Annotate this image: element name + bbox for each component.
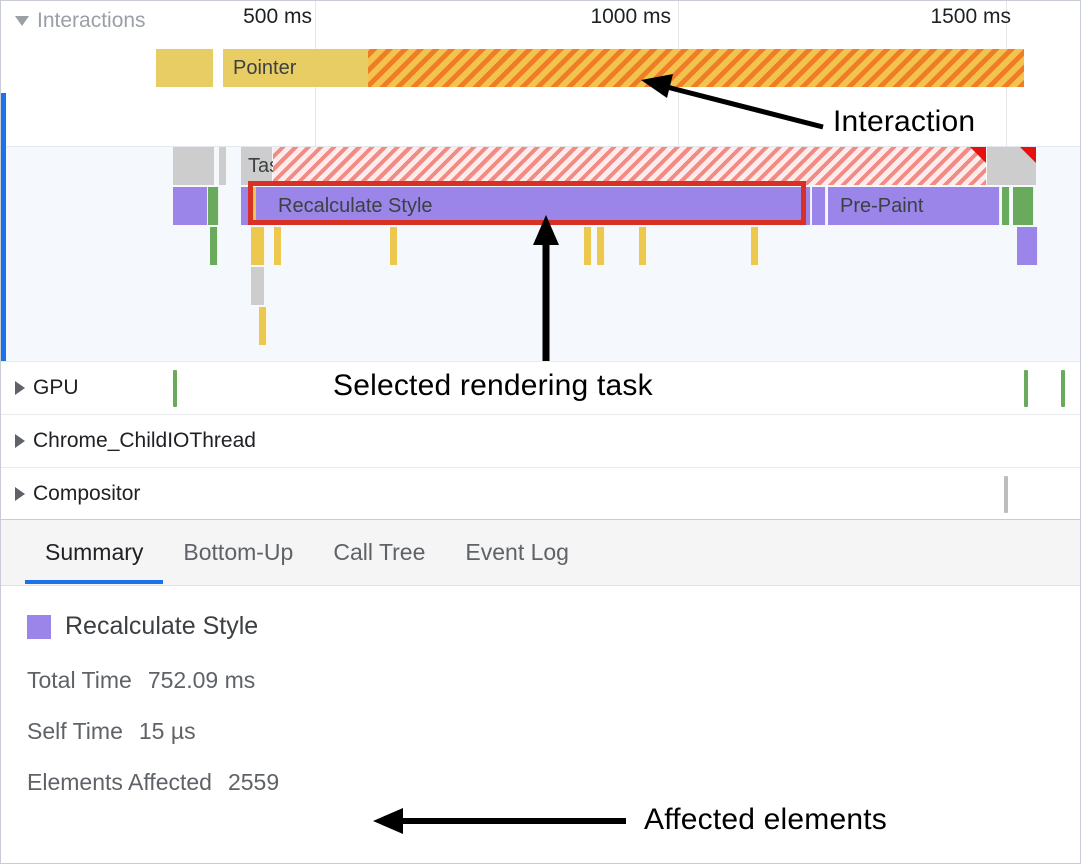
- chevron-right-icon[interactable]: [15, 434, 25, 448]
- event-mark[interactable]: [1004, 476, 1008, 513]
- interaction-bar[interactable]: [156, 49, 213, 87]
- tab-summary[interactable]: Summary: [25, 520, 164, 584]
- summary-row-total-time: Total Time 752.09 ms: [27, 667, 1080, 694]
- annotation-label-interaction: Interaction: [833, 105, 976, 138]
- chevron-right-icon[interactable]: [15, 381, 25, 395]
- flame-node[interactable]: [274, 227, 282, 265]
- event-mark[interactable]: [1061, 370, 1065, 407]
- flame-node-label: Recalculate Style: [278, 195, 433, 217]
- track-header-chrome-childiothread[interactable]: Chrome_ChildIOThread: [1, 429, 256, 453]
- interaction-bar-delay[interactable]: [368, 49, 1024, 87]
- flame-node-label: Pre-Paint: [840, 195, 924, 217]
- interaction-bar-label: Pointer: [233, 56, 297, 79]
- track-label-interactions: Interactions: [37, 9, 146, 32]
- flame-node[interactable]: [1013, 187, 1034, 225]
- track-header-gpu[interactable]: GPU: [1, 376, 79, 400]
- details-tabbar[interactable]: Summary Bottom-Up Call Tree Event Log: [1, 520, 1080, 586]
- ruler-tick-500ms: 500 ms: [243, 5, 312, 28]
- flame-node[interactable]: [219, 147, 227, 185]
- track-header-interactions[interactable]: Interactions: [1, 9, 146, 33]
- flame-node[interactable]: [987, 147, 1037, 185]
- tab-label: Summary: [45, 538, 144, 565]
- summary-value: 15 µs: [138, 718, 196, 744]
- details-panel: Summary Bottom-Up Call Tree Event Log Re…: [1, 519, 1080, 863]
- event-mark[interactable]: [173, 370, 177, 407]
- track-header-compositor[interactable]: Compositor: [1, 482, 140, 506]
- chevron-down-icon[interactable]: [15, 16, 29, 26]
- warning-corner-icon: [1020, 147, 1036, 163]
- summary-value: 2559: [227, 769, 280, 795]
- warning-corner-icon: [970, 147, 986, 163]
- ruler-tick-1500ms: 1500 ms: [930, 5, 1011, 28]
- summary-content: Recalculate Style Total Time 752.09 ms S…: [1, 586, 1080, 796]
- flame-node-task[interactable]: Task: [241, 147, 289, 185]
- track-label-chrome-childiothread: Chrome_ChildIOThread: [33, 429, 256, 452]
- annotation-label-selected-task: Selected rendering task: [333, 369, 653, 402]
- flame-node[interactable]: [173, 187, 208, 225]
- flame-node-long-task[interactable]: [273, 147, 987, 185]
- summary-row-self-time: Self Time 15 µs: [27, 718, 1080, 745]
- summary-value: 752.09 ms: [147, 667, 256, 693]
- flame-node-pre-paint[interactable]: Pre-Paint: [828, 187, 1000, 225]
- track-compositor[interactable]: Compositor: [1, 467, 1080, 519]
- flame-node[interactable]: [390, 227, 398, 265]
- tab-label: Bottom-Up: [183, 538, 294, 565]
- interaction-bar-pointer[interactable]: Pointer: [223, 49, 368, 87]
- flame-node-recalculate-style[interactable]: Recalculate Style: [256, 187, 811, 225]
- flame-node[interactable]: [251, 227, 265, 265]
- flame-node[interactable]: [173, 147, 215, 185]
- tab-event-log[interactable]: Event Log: [445, 520, 589, 584]
- track-gpu[interactable]: GPU: [1, 361, 1080, 414]
- flame-node[interactable]: [1002, 187, 1010, 225]
- track-label-compositor: Compositor: [33, 481, 141, 505]
- annotation-label-affected-elements: Affected elements: [644, 803, 887, 836]
- summary-key: Total Time: [27, 667, 132, 693]
- timeline-flame-chart[interactable]: 500 ms 1000 ms 1500 ms Interactions Poin…: [1, 1, 1080, 519]
- event-color-swatch: [27, 614, 51, 639]
- flame-node[interactable]: [210, 227, 218, 265]
- flame-node[interactable]: [251, 267, 265, 305]
- track-label-gpu: GPU: [33, 376, 79, 399]
- flame-node[interactable]: [751, 227, 759, 265]
- flame-node[interactable]: [241, 187, 250, 225]
- event-mark[interactable]: [1024, 370, 1028, 407]
- tab-label: Event Log: [465, 538, 569, 565]
- summary-event-name: Recalculate Style: [65, 612, 259, 640]
- flame-node[interactable]: [812, 187, 826, 225]
- summary-key: Self Time: [27, 718, 123, 744]
- flame-node[interactable]: [597, 227, 605, 265]
- tab-label: Call Tree: [333, 538, 426, 565]
- interactions-track-row[interactable]: Pointer: [1, 45, 1080, 89]
- summary-event-title: Recalculate Style: [27, 612, 1080, 641]
- flame-node[interactable]: [584, 227, 592, 265]
- summary-key: Elements Affected: [27, 769, 212, 795]
- tab-bottom-up[interactable]: Bottom-Up: [163, 520, 313, 584]
- flame-node[interactable]: [259, 307, 267, 345]
- flame-node[interactable]: [1017, 227, 1038, 265]
- main-flame-chart[interactable]: Task Recalculate Style Pre-Pain: [6, 146, 1080, 361]
- summary-row-elements-affected: Elements Affected 2559: [27, 769, 1080, 796]
- flame-node[interactable]: [208, 187, 219, 225]
- chevron-right-icon[interactable]: [15, 486, 25, 501]
- tab-call-tree[interactable]: Call Tree: [313, 520, 445, 584]
- track-chrome-childiothread[interactable]: Chrome_ChildIOThread: [1, 414, 1080, 467]
- ruler-tick-1000ms: 1000 ms: [590, 5, 671, 28]
- track-selection-indicator: [1, 93, 6, 361]
- flame-node[interactable]: [639, 227, 647, 265]
